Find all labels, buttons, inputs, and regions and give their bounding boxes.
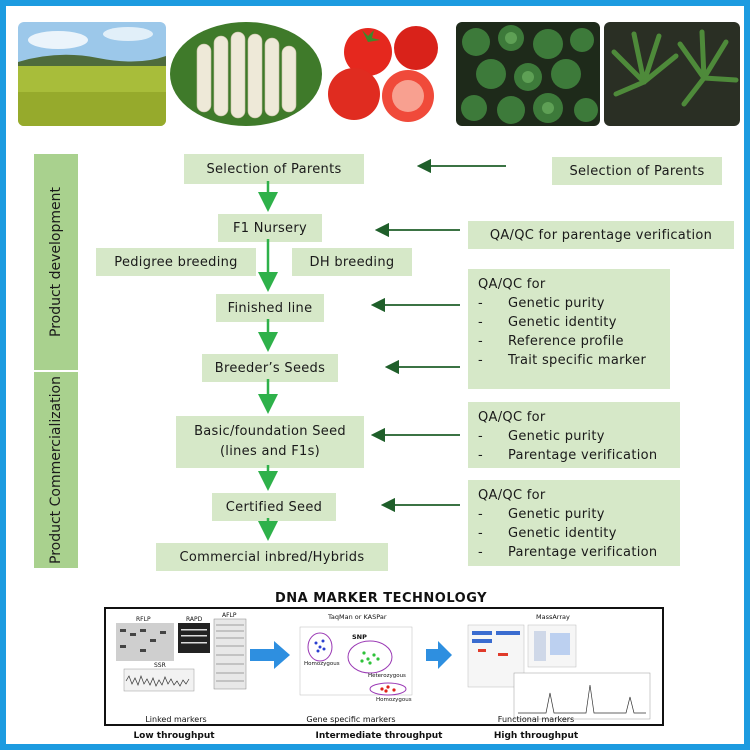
commercial-inbred-hybrids-box: Commercial inbred/Hybrids [156, 543, 388, 571]
qa-block-2-title: QA/QC for [478, 410, 546, 425]
high-throughput-label: High throughput [493, 731, 579, 741]
product-development-bar: Product development [34, 154, 78, 370]
massarray-image [467, 624, 651, 720]
gene-specific-markers-caption: Gene specific markers [306, 715, 396, 724]
basic-foundation-seed-line1: Basic/foundation Seed [194, 424, 346, 439]
dh-breeding-box: DH breeding [292, 248, 412, 276]
qa-block-3-item: Genetic identity [508, 526, 617, 541]
rapd-gel-image [178, 623, 210, 653]
aflp-gel-image [213, 618, 247, 690]
dna-marker-panel: RFLP RAPD AFLP SSR TaqMan or KASPar SNP … [104, 607, 664, 726]
taqman-kaspar-label: TaqMan or KASPar [327, 613, 387, 621]
qa-block-1-item: Genetic purity [508, 296, 605, 311]
finished-line-box: Finished line [216, 294, 324, 322]
aflp-label: AFLP [222, 612, 237, 619]
leafy-plant-photo [456, 22, 600, 126]
qa-pointer-arrows [370, 158, 506, 513]
qa-block-2-item: Genetic purity [508, 429, 605, 444]
product-commercialization-bar: Product Commercialization [34, 372, 78, 568]
qa-parentage-verification-box: QA/QC for parentage verification [468, 221, 734, 249]
dna-marker-technology-title: DNA MARKER TECHNOLOGY [274, 591, 488, 606]
low-throughput-label: Low throughput [133, 731, 215, 741]
qa-block-1-title: QA/QC for [478, 277, 546, 292]
qa-block-3-title: QA/QC for [478, 488, 546, 503]
qa-block-2-item: Parentage verification [508, 448, 658, 463]
breeders-seeds-box: Breeder’s Seeds [202, 354, 338, 382]
massarray-label: MassArray [536, 613, 570, 621]
cannabis-plant-photo [604, 22, 740, 126]
tomato-photo [328, 22, 450, 126]
basic-foundation-seed-line2: (lines and F1s) [219, 444, 321, 459]
homozygous-label: Homozygous [304, 661, 340, 667]
dna-arrow-1 [250, 641, 290, 669]
functional-markers-caption: Functional markers [497, 715, 575, 724]
homozygous-label-2: Homozygous [376, 697, 412, 703]
basic-foundation-seed-box: Basic/foundation Seed (lines and F1s) [176, 416, 364, 468]
linked-markers-caption: Linked markers [145, 715, 207, 724]
rice-field-photo [18, 22, 166, 126]
snp-label: SNP [352, 633, 367, 641]
qa-block-3-item: Parentage verification [508, 545, 658, 560]
rapd-label: RAPD [186, 616, 203, 623]
flow-arrows [258, 158, 506, 541]
pedigree-breeding-box: Pedigree breeding [96, 248, 256, 276]
qa-block-3-item: Genetic purity [508, 507, 605, 522]
qa-block-1-item: Genetic identity [508, 315, 617, 330]
selection-of-parents-box: Selection of Parents [184, 154, 364, 184]
snp-cluster-plot [299, 626, 413, 696]
qa-block-3: QA/QC for -Genetic purity -Genetic ident… [468, 480, 680, 566]
ssr-trace-image [123, 668, 195, 692]
rflp-label: RFLP [136, 616, 151, 623]
ssr-label: SSR [154, 662, 166, 669]
qa-block-1-item: Reference profile [508, 334, 624, 349]
qa-block-1: QA/QC for -Genetic purity -Genetic ident… [468, 269, 670, 389]
intermediate-throughput-label: Intermediate throughput [315, 731, 443, 741]
qa-block-2: QA/QC for -Genetic purity -Parentage ver… [468, 402, 680, 468]
dna-marker-illustration: RFLP RAPD AFLP SSR TaqMan or KASPar SNP … [116, 612, 651, 720]
f1-nursery-box: F1 Nursery [218, 214, 322, 242]
heterozygous-label: Heterozygous [368, 673, 406, 679]
qa-selection-of-parents-box: Selection of Parents [552, 157, 722, 185]
dna-arrow-2 [426, 641, 452, 669]
qa-block-1-item: Trait specific marker [508, 353, 647, 368]
rflp-gel-image [116, 623, 174, 661]
certified-seed-box: Certified Seed [212, 493, 336, 521]
corn-photo [169, 22, 324, 126]
